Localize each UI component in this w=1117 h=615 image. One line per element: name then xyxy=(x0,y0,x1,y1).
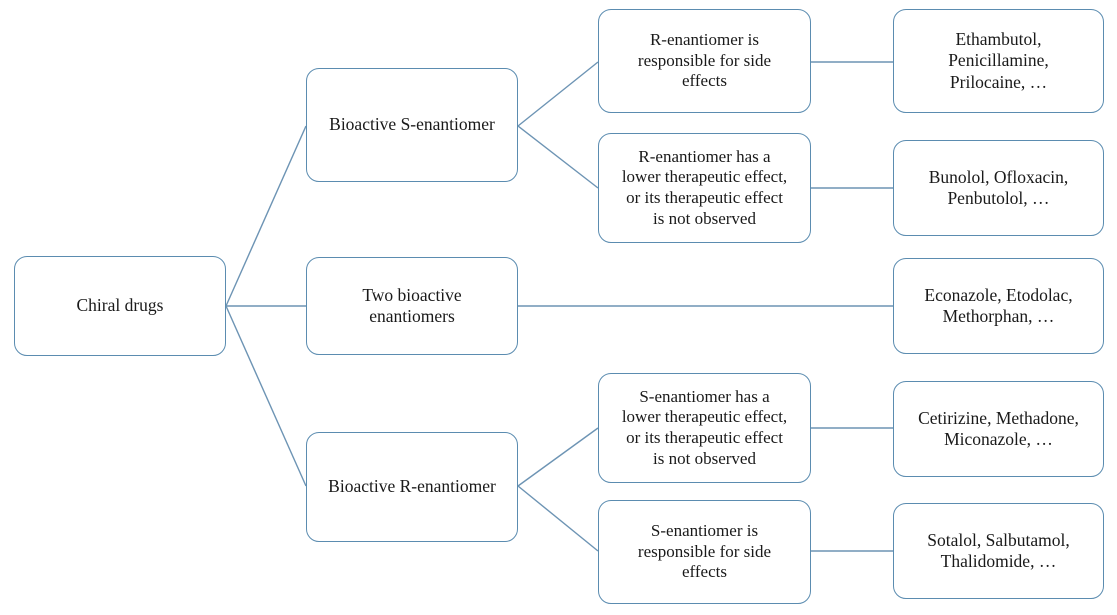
node-outcome-r-lower-effect[interactable]: R-enantiomer has a lower therapeutic eff… xyxy=(598,133,811,243)
node-outcome-s-lower-effect[interactable]: S-enantiomer has a lower therapeutic eff… xyxy=(598,373,811,483)
node-outcome-s-lower-effect-label: S-enantiomer has a lower therapeutic eff… xyxy=(621,386,788,468)
node-outcome-r-lower-effect-label: R-enantiomer has a lower therapeutic eff… xyxy=(621,146,788,228)
node-examples-ethambutol-label: Ethambutol, Penicillamine, Prilocaine, … xyxy=(948,28,1049,92)
node-outcome-s-side-effects[interactable]: S-enantiomer is responsible for side eff… xyxy=(598,500,811,604)
node-outcome-s-side-effects-label: S-enantiomer is responsible for side eff… xyxy=(637,520,772,582)
node-examples-bunolol[interactable]: Bunolol, Ofloxacin, Penbutolol, … xyxy=(893,140,1104,236)
node-examples-ethambutol[interactable]: Ethambutol, Penicillamine, Prilocaine, … xyxy=(893,9,1104,113)
node-outcome-r-side-effects-label: R-enantiomer is responsible for side eff… xyxy=(637,29,772,91)
node-chiral-drugs[interactable]: Chiral drugs xyxy=(14,256,226,356)
edge-r-to-side-effects xyxy=(517,485,599,552)
node-examples-cetirizine[interactable]: Cetirizine, Methadone, Miconazole, … xyxy=(893,381,1104,477)
node-examples-sotalol-label: Sotalol, Salbutamol, Thalidomide, … xyxy=(927,529,1070,571)
edge-s-to-lower-effect xyxy=(517,125,599,189)
node-chiral-drugs-label: Chiral drugs xyxy=(76,295,164,316)
node-examples-bunolol-label: Bunolol, Ofloxacin, Penbutolol, … xyxy=(928,166,1069,208)
edge-r-to-lower-effect xyxy=(517,427,599,487)
node-outcome-r-side-effects[interactable]: R-enantiomer is responsible for side eff… xyxy=(598,9,811,113)
node-two-bioactive-enantiomers[interactable]: Two bioactive enantiomers xyxy=(306,257,518,355)
node-bioactive-s-enantiomer-label: Bioactive S-enantiomer xyxy=(329,114,495,135)
node-examples-econazole[interactable]: Econazole, Etodolac, Methorphan, … xyxy=(893,258,1104,354)
edge-root-to-r-enantiomer xyxy=(225,305,307,487)
edge-root-to-s-enantiomer xyxy=(225,125,307,307)
node-two-bioactive-enantiomers-label: Two bioactive enantiomers xyxy=(362,284,462,326)
node-examples-cetirizine-label: Cetirizine, Methadone, Miconazole, … xyxy=(918,407,1079,449)
node-examples-econazole-label: Econazole, Etodolac, Methorphan, … xyxy=(924,284,1073,326)
node-bioactive-s-enantiomer[interactable]: Bioactive S-enantiomer xyxy=(306,68,518,182)
node-examples-sotalol[interactable]: Sotalol, Salbutamol, Thalidomide, … xyxy=(893,503,1104,599)
node-bioactive-r-enantiomer[interactable]: Bioactive R-enantiomer xyxy=(306,432,518,542)
edge-s-to-side-effects xyxy=(517,61,599,127)
node-bioactive-r-enantiomer-label: Bioactive R-enantiomer xyxy=(328,476,496,497)
